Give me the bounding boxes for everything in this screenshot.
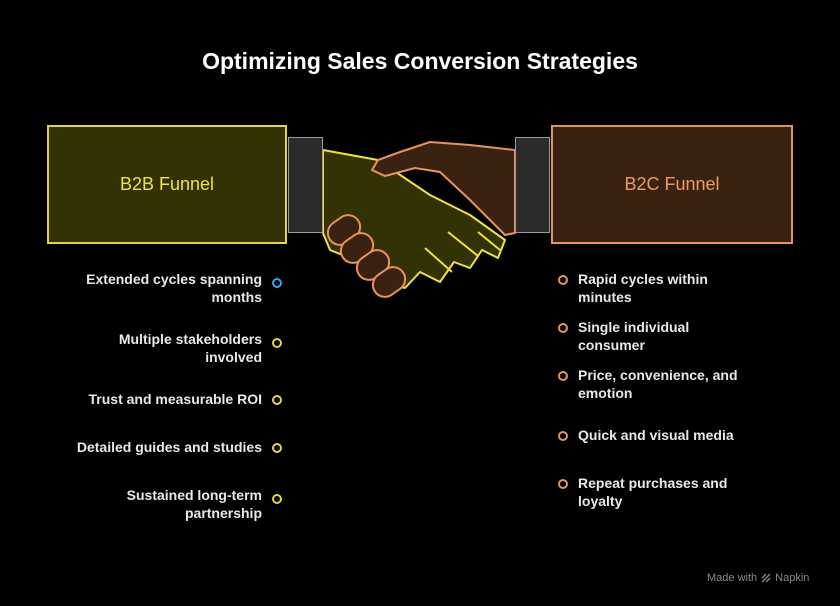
list-item-text: Price, convenience, and emotion <box>578 367 738 401</box>
b2b-sleeve-cuff <box>288 137 323 233</box>
list-item: Quick and visual media <box>558 426 734 444</box>
b2b-funnel-box: B2B Funnel <box>47 125 287 244</box>
bullet-dot-icon <box>272 338 282 348</box>
list-item-text: Quick and visual media <box>578 427 734 443</box>
list-item-text: Sustained long-term partnership <box>126 487 262 521</box>
bullet-dot-icon <box>272 494 282 504</box>
list-item: Rapid cycles within minutes <box>558 270 758 306</box>
bullet-dot-icon <box>272 278 282 288</box>
bullet-dot-icon <box>558 323 568 333</box>
made-with-napkin-footer[interactable]: Made with Napkin <box>707 572 809 584</box>
b2c-sleeve-cuff <box>515 137 550 233</box>
knuckles-icon <box>326 214 407 298</box>
bullet-dot-icon <box>558 479 568 489</box>
list-item: Single individual consumer <box>558 318 758 354</box>
list-item: Trust and measurable ROI <box>88 390 282 408</box>
list-item-text: Extended cycles spanning months <box>86 271 262 305</box>
b2c-funnel-label: B2C Funnel <box>624 174 720 194</box>
bullet-dot-icon <box>558 371 568 381</box>
bullet-dot-icon <box>272 395 282 405</box>
page-title: Optimizing Sales Conversion Strategies <box>202 48 638 74</box>
napkin-logo-icon <box>761 573 771 583</box>
bullet-dot-icon <box>558 431 568 441</box>
list-item: Detailed guides and studies <box>77 438 282 456</box>
bullet-dot-icon <box>558 275 568 285</box>
list-item: Repeat purchases and loyalty <box>558 474 758 510</box>
list-item-text: Repeat purchases and loyalty <box>578 475 728 509</box>
list-item: Sustained long-term partnership <box>60 486 282 522</box>
list-item: Extended cycles spanning months <box>60 270 282 306</box>
made-with-label: Made with <box>707 572 758 584</box>
list-item-text: Detailed guides and studies <box>76 439 262 455</box>
b2c-funnel-box: B2C Funnel <box>551 125 793 244</box>
list-item-text: Single individual consumer <box>578 319 690 353</box>
list-item-text: Trust and measurable ROI <box>88 391 263 407</box>
napkin-brand-label: Napkin <box>775 572 810 584</box>
b2c-hand-icon <box>371 141 516 236</box>
list-item: Price, convenience, and emotion <box>558 366 758 402</box>
list-item-text: Multiple stakeholders involved <box>118 331 262 365</box>
b2b-funnel-label: B2B Funnel <box>119 174 215 194</box>
bullet-dot-icon <box>272 443 282 453</box>
list-item: Multiple stakeholders involved <box>60 330 282 366</box>
list-item-text: Rapid cycles within minutes <box>578 271 708 305</box>
